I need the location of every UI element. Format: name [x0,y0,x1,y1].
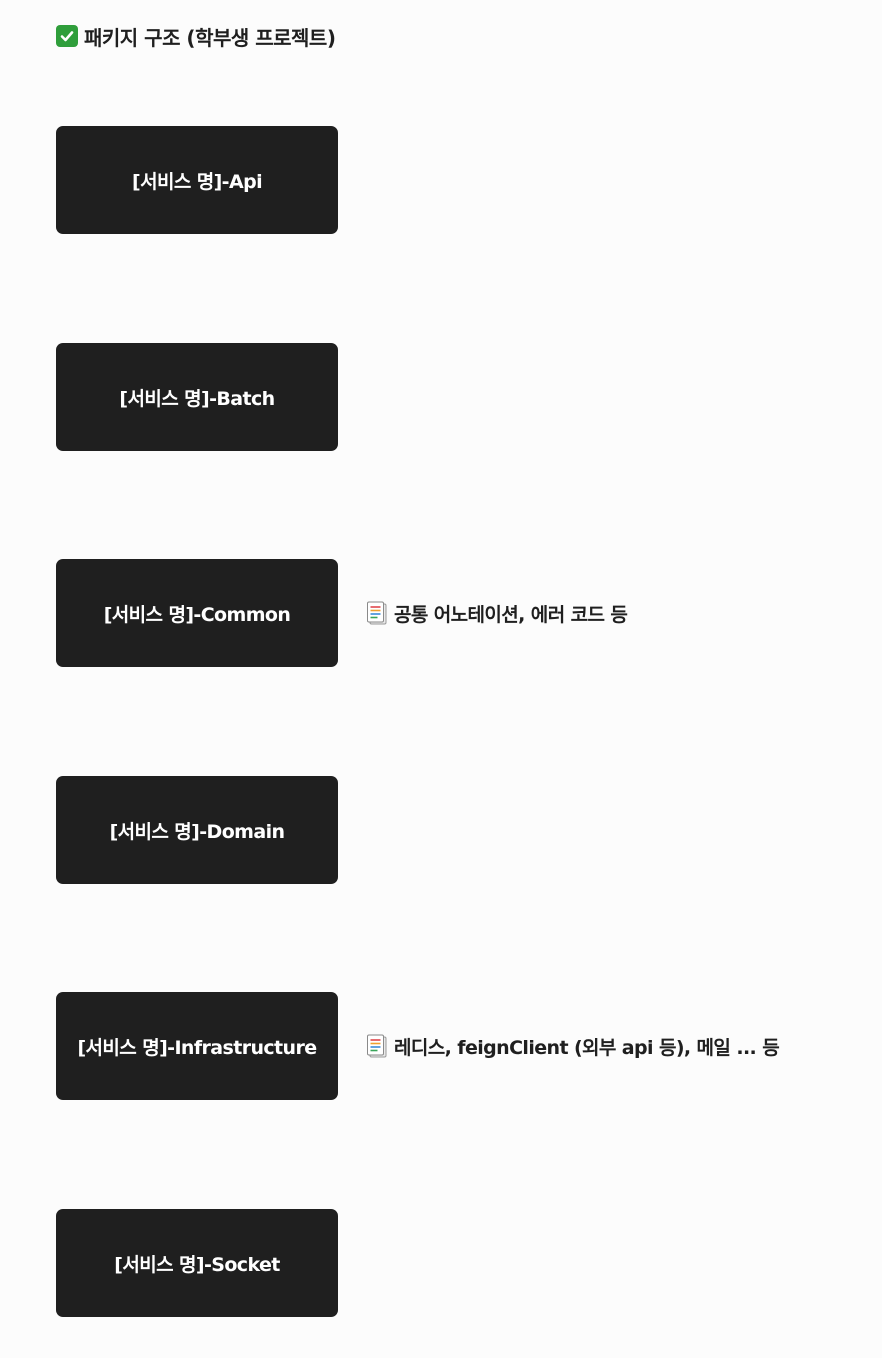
memo-icon [367,601,387,625]
module-note-infrastructure: 레디스, feignClient (외부 api 등), 메일 ... 등 [366,1031,780,1061]
module-label: [서비스 명]-Socket [114,1253,280,1276]
module-box-infrastructure: [서비스 명]-Infrastructure [56,992,338,1100]
module-label: [서비스 명]-Domain [109,820,285,843]
module-label: [서비스 명]-Api [131,170,263,193]
module-note-common: 공통 어노테이션, 에러 코드 등 [366,598,628,628]
module-note-text: 공통 어노테이션, 에러 코드 등 [394,603,628,626]
page-title: 패키지 구조 (학부생 프로젝트) [56,21,336,51]
module-box-api: [서비스 명]-Api [56,126,338,234]
module-label: [서비스 명]-Infrastructure [77,1036,317,1059]
check-mark-icon [56,25,78,47]
module-box-common: [서비스 명]-Common [56,559,338,667]
module-box-batch: [서비스 명]-Batch [56,343,338,451]
module-box-domain: [서비스 명]-Domain [56,776,338,884]
page-title-text: 패키지 구조 (학부생 프로젝트) [84,25,336,50]
memo-icon [367,1034,387,1058]
module-label: [서비스 명]-Common [103,603,291,626]
module-box-socket: [서비스 명]-Socket [56,1209,338,1317]
module-note-text: 레디스, feignClient (외부 api 등), 메일 ... 등 [394,1036,780,1059]
module-label: [서비스 명]-Batch [119,387,275,410]
